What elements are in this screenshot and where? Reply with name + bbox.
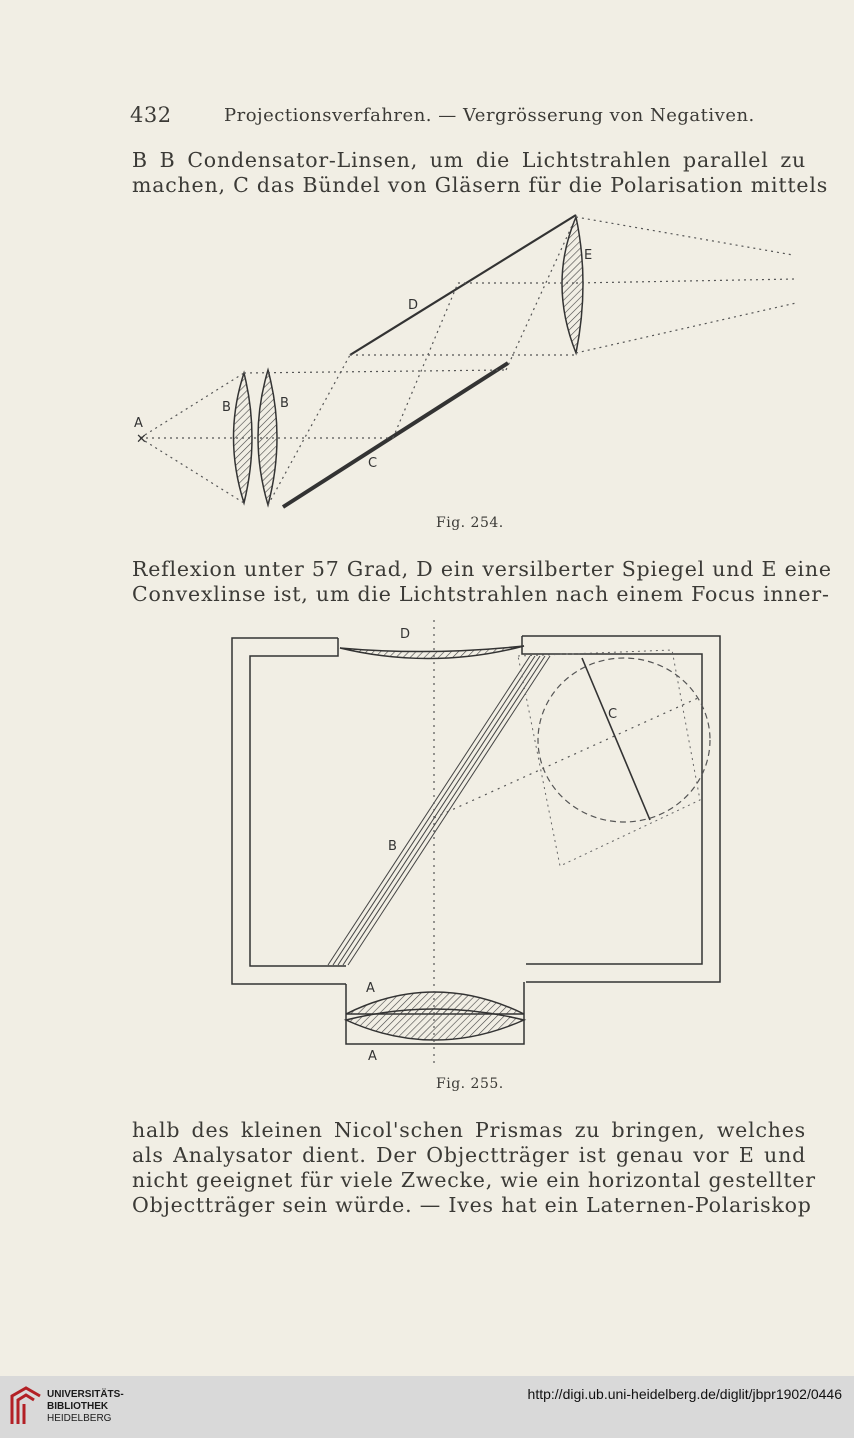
lens-a2 xyxy=(343,1008,527,1041)
lens-d xyxy=(339,645,525,660)
prism-circle xyxy=(537,657,711,823)
paragraph-2: Reflexion unter 57 Grad, D ein versilber… xyxy=(132,557,832,607)
label-c: C xyxy=(368,456,377,471)
prism-axis-c xyxy=(581,657,651,821)
text-line: machen, C das Bündel von Gläsern für die… xyxy=(132,173,829,197)
footer-bar: UNIVERSITÄTS- BIBLIOTHEK HEIDELBERG http… xyxy=(0,1376,854,1438)
text-line: nicht geeignet für viele Zwecke, wie ein… xyxy=(132,1168,816,1192)
prism-outline xyxy=(517,649,701,867)
paragraph-3: halb des kleinen Nicol'schen Prismas zu … xyxy=(132,1118,816,1218)
text-line: B B Condensator-Linsen, um die Lichtstra… xyxy=(132,148,806,172)
page-header: 432 Projectionsverfahren. — Vergrösserun… xyxy=(130,103,810,133)
label-d: D xyxy=(400,627,410,642)
source-url-link[interactable]: http://digi.ub.uni-heidelberg.de/diglit/… xyxy=(527,1386,842,1402)
lens-e xyxy=(561,214,584,356)
plate-bundle-b xyxy=(327,655,551,966)
figure-254-drawing: A ✕ B B C D E xyxy=(134,214,797,509)
mirror-d xyxy=(349,214,577,356)
label-b: B xyxy=(388,839,397,854)
caption-fig-255: Fig. 255. xyxy=(436,1076,504,1092)
label-b2: B xyxy=(280,396,289,411)
label-b1: B xyxy=(222,400,231,415)
label-a1: A xyxy=(366,981,375,996)
label-a: A xyxy=(134,416,143,431)
book-page: 432 Projectionsverfahren. — Vergrösserun… xyxy=(128,103,832,1218)
paragraph-1: B B Condensator-Linsen, um die Lichtstra… xyxy=(132,148,829,198)
library-name: UNIVERSITÄTS- BIBLIOTHEK HEIDELBERG xyxy=(47,1389,124,1424)
figure-255-drawing: D C B A A xyxy=(231,620,721,1065)
figure-254: A ✕ B B C D E xyxy=(128,205,808,515)
housing xyxy=(231,635,721,1045)
source-point: ✕ xyxy=(136,432,147,447)
text-line: Reflexion unter 57 Grad, D ein versilber… xyxy=(132,557,832,581)
text-line: Objectträger sein würde. — Ives hat ein … xyxy=(132,1193,812,1217)
caption-fig-254: Fig. 254. xyxy=(436,515,504,531)
page-number: 432 xyxy=(130,103,172,127)
label-d: D xyxy=(408,298,418,313)
label-c: C xyxy=(608,707,617,722)
text-line: Convexlinse ist, um die Lichtstrahlen na… xyxy=(132,582,830,606)
label-e: E xyxy=(584,248,592,263)
plate-bundle-c xyxy=(281,361,510,509)
label-a2: A xyxy=(368,1049,377,1064)
library-logo-icon xyxy=(10,1386,41,1424)
text-line: als Analysator dient. Der Objectträger i… xyxy=(132,1143,806,1167)
running-title: Projectionsverfahren. — Vergrösserung vo… xyxy=(224,105,755,126)
light-rays xyxy=(139,216,797,506)
lens-a1 xyxy=(345,991,525,1015)
text-line: halb des kleinen Nicol'schen Prismas zu … xyxy=(132,1118,806,1142)
figure-255: D C B A A xyxy=(228,620,728,1070)
